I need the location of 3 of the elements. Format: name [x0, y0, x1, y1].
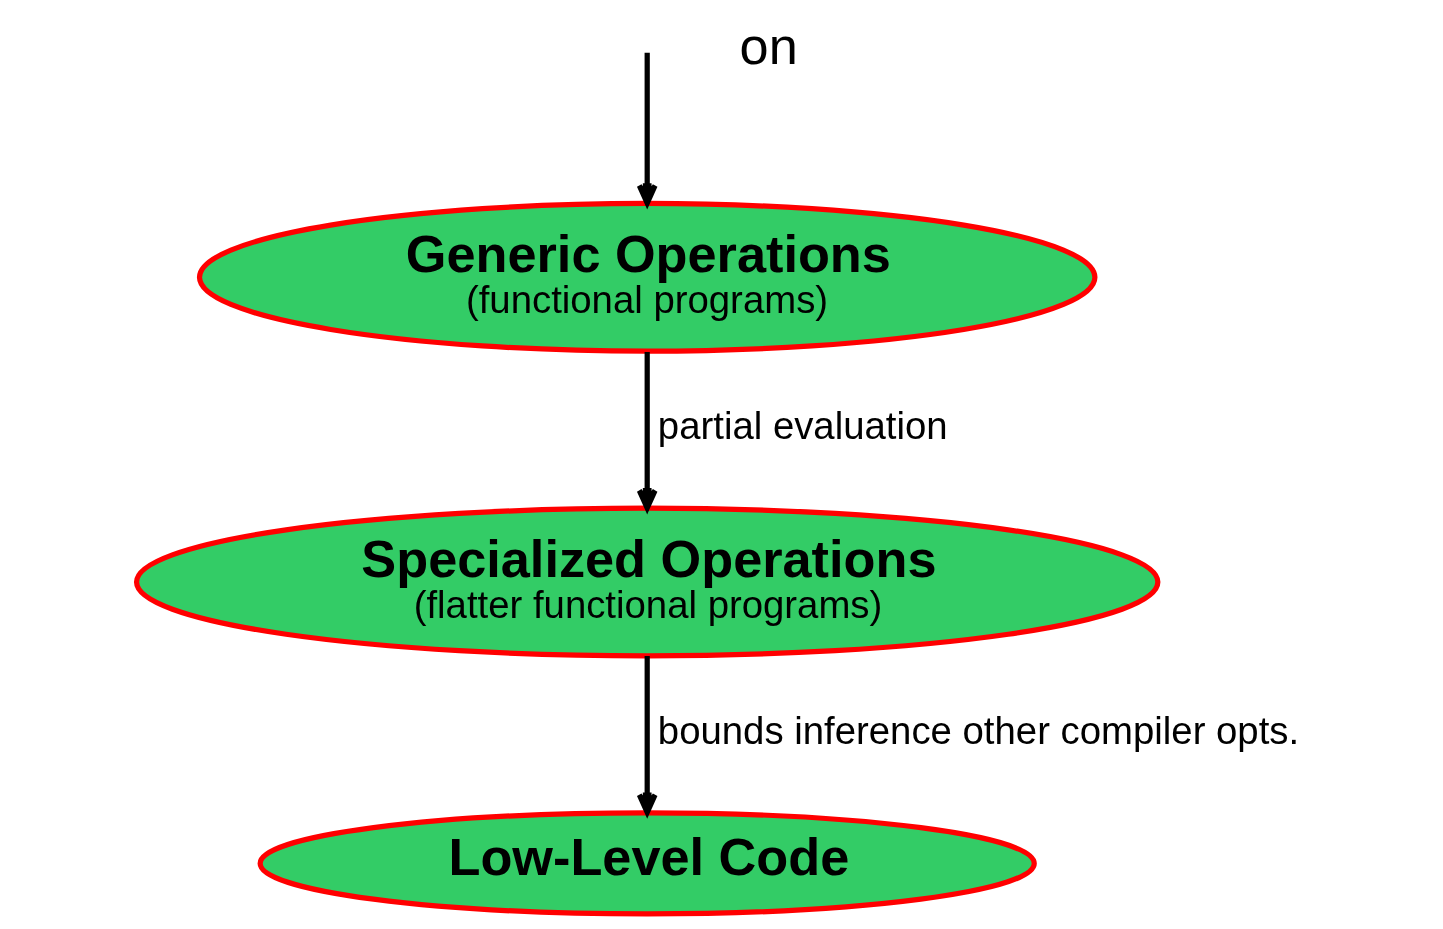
- edge-label: bounds inference other compiler opts.: [657, 709, 1300, 753]
- label: on: [739, 16, 798, 75]
- edge-label: partial evaluation: [657, 404, 948, 448]
